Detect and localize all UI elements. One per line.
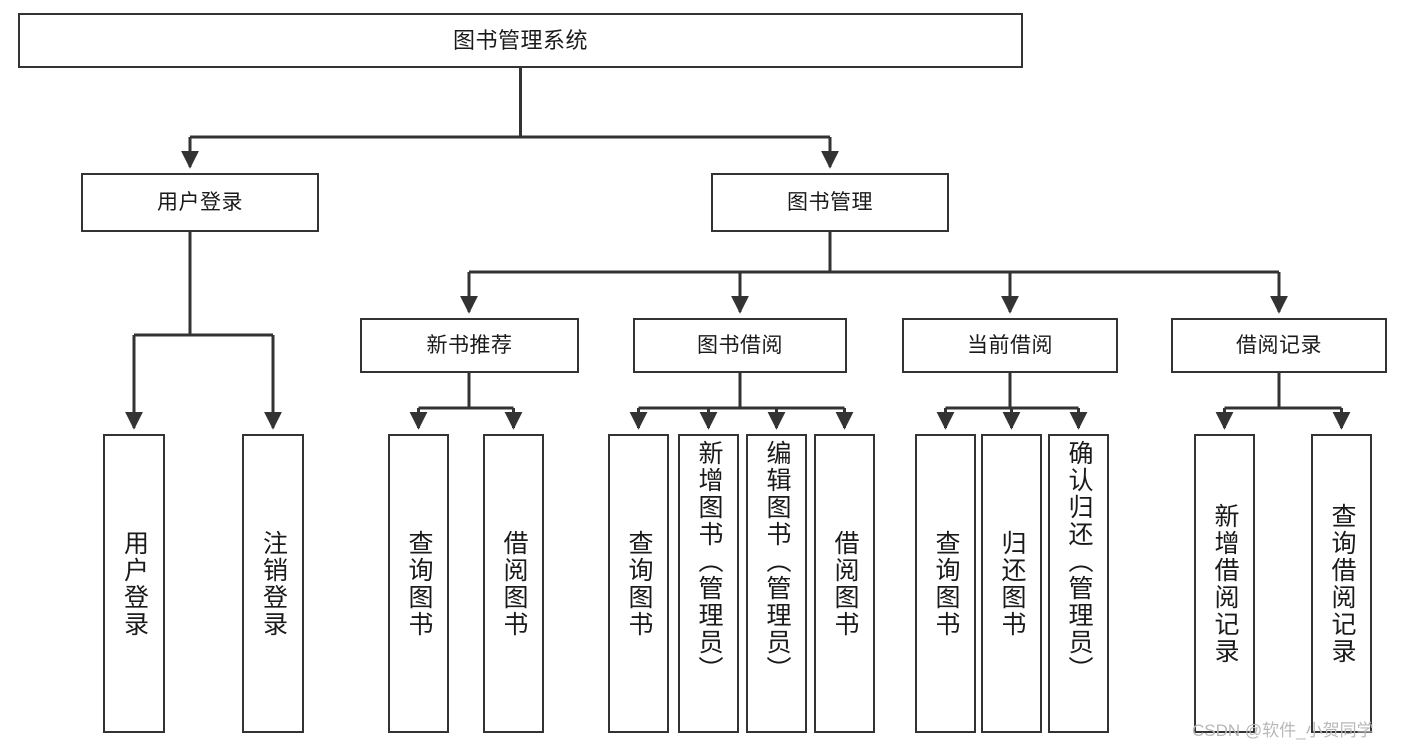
node-leaf-add-book[interactable]: 新增图书（管理员） xyxy=(678,434,739,733)
node-book-borrow-label: 图书借阅 xyxy=(697,334,783,357)
csdn-watermark: CSDN @软件_小贺同学 xyxy=(1192,721,1374,740)
node-leaf-query-book-3[interactable]: 查询图书 xyxy=(915,434,976,733)
node-leaf-edit-book-label: 编辑图书（管理员） xyxy=(763,440,791,683)
node-leaf-borrow-book-1-label: 借阅图书 xyxy=(500,529,528,638)
node-leaf-query-book-2-label: 查询图书 xyxy=(625,529,653,638)
node-book-management[interactable]: 图书管理 xyxy=(711,173,949,232)
node-root-label: 图书管理系统 xyxy=(452,27,588,53)
node-new-book-recommend[interactable]: 新书推荐 xyxy=(360,318,579,373)
node-user-login[interactable]: 用户登录 xyxy=(81,173,319,232)
node-leaf-query-book-3-label: 查询图书 xyxy=(932,529,960,638)
node-borrow-record-label: 借阅记录 xyxy=(1236,334,1322,357)
node-leaf-query-book-1-label: 查询图书 xyxy=(405,529,433,638)
node-leaf-borrow-book-2-label: 借阅图书 xyxy=(831,529,859,638)
node-borrow-record[interactable]: 借阅记录 xyxy=(1171,318,1387,373)
node-leaf-return-book[interactable]: 归还图书 xyxy=(981,434,1042,733)
node-leaf-add-record[interactable]: 新增借阅记录 xyxy=(1194,434,1255,733)
node-root[interactable]: 图书管理系统 xyxy=(18,13,1023,68)
node-leaf-query-book-1[interactable]: 查询图书 xyxy=(388,434,449,733)
node-leaf-edit-book[interactable]: 编辑图书（管理员） xyxy=(746,434,807,733)
node-leaf-query-record[interactable]: 查询借阅记录 xyxy=(1311,434,1372,733)
node-leaf-add-book-label: 新增图书（管理员） xyxy=(695,440,723,683)
node-leaf-query-book-2[interactable]: 查询图书 xyxy=(608,434,669,733)
node-book-management-label: 图书管理 xyxy=(787,191,873,214)
node-leaf-borrow-book-1[interactable]: 借阅图书 xyxy=(483,434,544,733)
node-leaf-confirm-return[interactable]: 确认归还（管理员） xyxy=(1048,434,1109,733)
node-current-borrow[interactable]: 当前借阅 xyxy=(902,318,1118,373)
node-user-login-label: 用户登录 xyxy=(157,191,243,214)
node-leaf-user-login-label: 用户登录 xyxy=(120,529,149,638)
node-leaf-logout[interactable]: 注销登录 xyxy=(242,434,304,733)
node-leaf-user-login[interactable]: 用户登录 xyxy=(103,434,165,733)
node-leaf-borrow-book-2[interactable]: 借阅图书 xyxy=(814,434,875,733)
node-leaf-query-record-label: 查询借阅记录 xyxy=(1328,502,1356,665)
node-leaf-confirm-return-label: 确认归还（管理员） xyxy=(1065,440,1093,683)
node-current-borrow-label: 当前借阅 xyxy=(967,334,1053,357)
node-new-book-recommend-label: 新书推荐 xyxy=(426,334,513,357)
node-leaf-logout-label: 注销登录 xyxy=(259,529,288,638)
node-book-borrow[interactable]: 图书借阅 xyxy=(633,318,847,373)
node-leaf-add-record-label: 新增借阅记录 xyxy=(1211,502,1239,665)
node-leaf-return-book-label: 归还图书 xyxy=(998,529,1026,638)
